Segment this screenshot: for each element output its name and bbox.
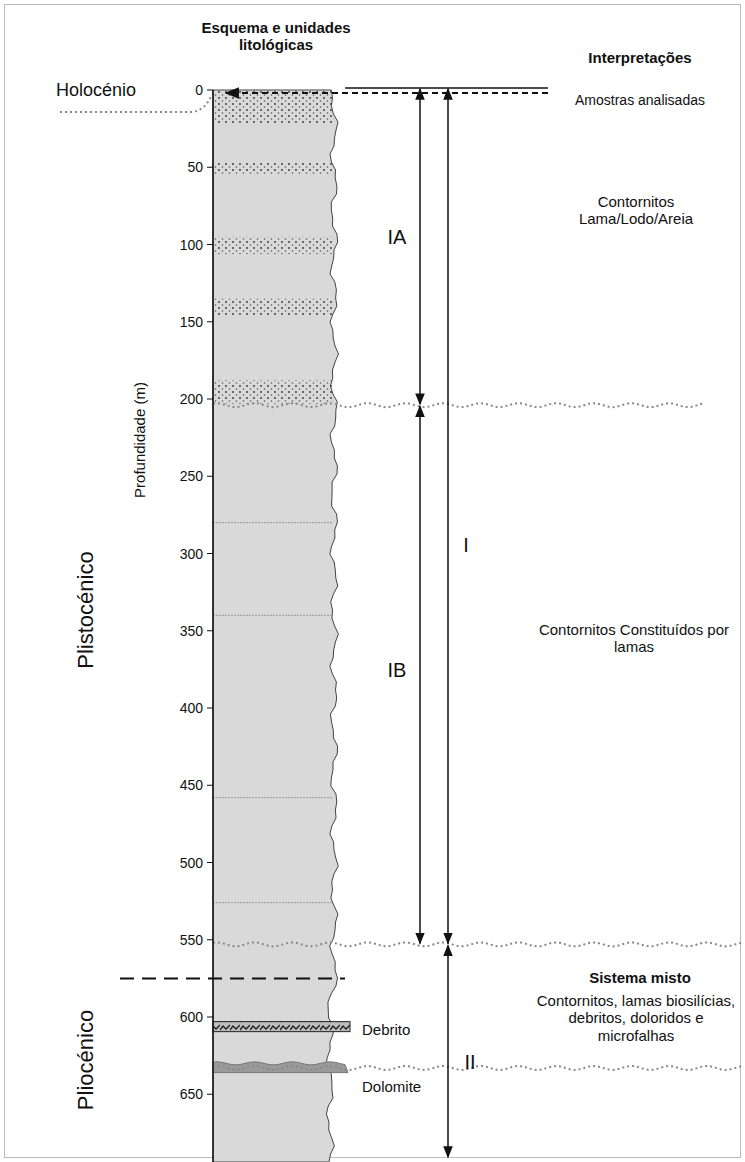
depth-axis (212, 90, 214, 1162)
depth-tick (207, 862, 213, 863)
depth-number: 50 (187, 159, 203, 175)
unconformity (213, 1066, 741, 1070)
depth-number: 400 (180, 700, 203, 716)
depth-number: 0 (195, 82, 203, 98)
depth-tick (207, 1017, 213, 1018)
column (213, 90, 350, 1162)
column-body (213, 90, 338, 1162)
sand-layer (214, 163, 334, 175)
unit-name: IA (388, 226, 407, 249)
bed-name: Dolomite (362, 1078, 421, 1095)
depth-tick (207, 708, 213, 709)
depth-tick (207, 321, 213, 322)
sand-layer (214, 90, 334, 124)
depth-number: 200 (180, 391, 203, 407)
bed-line (213, 615, 333, 616)
sand-layer (214, 380, 334, 403)
depth-tick (207, 1094, 213, 1095)
epoch-name: Plistocénico (73, 551, 98, 668)
depth-number: 100 (180, 236, 203, 252)
depth-tick (207, 167, 213, 168)
sample-arrow (226, 92, 548, 94)
depth-number: 150 (180, 314, 203, 330)
unconformity (213, 942, 741, 946)
bed-line (213, 797, 333, 798)
interpretation: Contornitos Constituídos por lamas (534, 621, 734, 656)
bed-name: Debrito (362, 1021, 410, 1038)
frame (5, 5, 741, 1158)
depth-tick (207, 476, 213, 477)
unit-name: I (463, 534, 469, 557)
depth-number: 600 (180, 1009, 203, 1025)
depth-number: 500 (180, 854, 203, 870)
sand-layer (214, 237, 334, 254)
unit-name: II (464, 1051, 475, 1074)
epoch-name: Holocénio (56, 80, 136, 101)
unit-name: IB (388, 659, 407, 682)
bed-line (213, 902, 333, 903)
column-heading: Esquema e unidades litológicas (189, 19, 364, 54)
depth-number: 300 (180, 545, 203, 561)
sand-layer (214, 299, 334, 316)
debrite-bed (213, 1022, 350, 1032)
depth-number: 550 (180, 932, 203, 948)
depth-number: 650 (180, 1086, 203, 1102)
depth-tick (207, 399, 213, 400)
depth-tick (207, 939, 213, 940)
depth-tick (207, 90, 213, 91)
unconformity (213, 403, 705, 407)
depth-number: 450 (180, 777, 203, 793)
unit-range-arrow (419, 406, 421, 943)
depth-tick (207, 244, 213, 245)
note: Amostras analisadas (575, 92, 705, 108)
dolomite-bed (213, 1062, 348, 1073)
column-heading: Interpretações (588, 49, 691, 66)
unit-range-arrow (447, 945, 449, 1157)
epoch-boundary (120, 977, 345, 979)
depth-tick (207, 785, 213, 786)
depth-tick (207, 630, 213, 631)
interpretation-heading: Sistema misto (589, 969, 691, 986)
epoch-name: Pliocénico (73, 1010, 98, 1110)
unit-range-arrow (447, 89, 449, 943)
bed-line (213, 522, 333, 523)
depth-tick (207, 553, 213, 554)
interpretation: Contornitos, lamas biosilícias, debritos… (534, 992, 739, 1044)
axis-title: Profundidade (m) (131, 382, 148, 498)
depth-number: 350 (180, 623, 203, 639)
unit-range-arrow (419, 89, 421, 404)
depth-number: 250 (180, 468, 203, 484)
interpretation: Contornitos Lama/Lodo/Areia (541, 193, 731, 228)
surface-line (345, 87, 548, 89)
